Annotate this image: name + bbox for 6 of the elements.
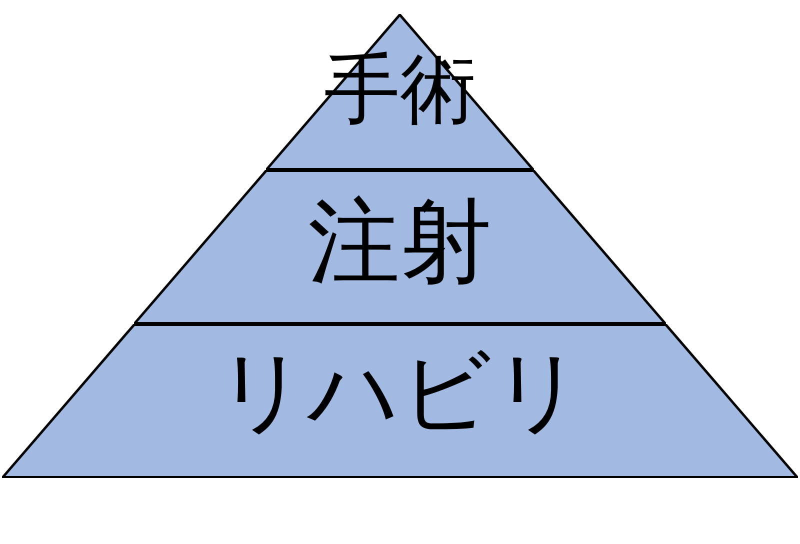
tier-label: 手術 xyxy=(324,51,476,127)
pyramid-tier xyxy=(134,170,666,324)
tier-label: 注射 xyxy=(308,196,492,288)
pyramid-tier xyxy=(266,14,534,170)
pyramid-tier xyxy=(2,324,798,478)
tier-label: リハビリ xyxy=(216,347,584,437)
